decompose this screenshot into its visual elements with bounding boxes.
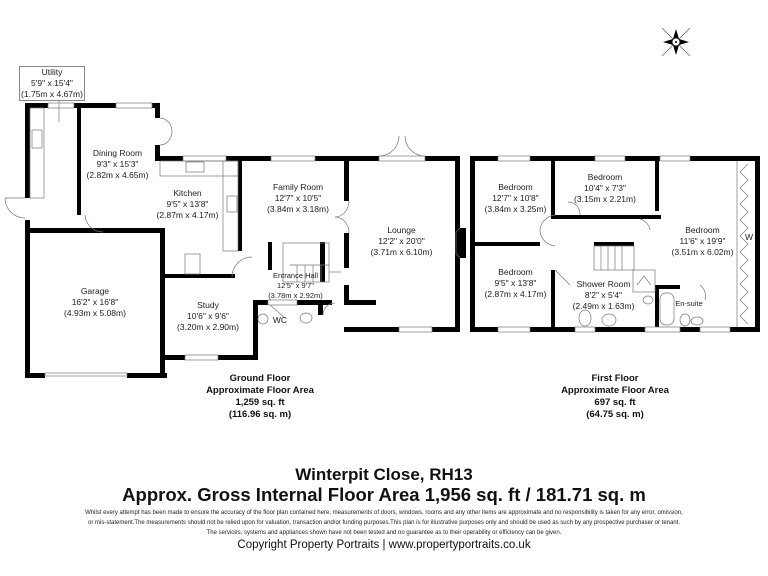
room-label-en-suite: En-suite xyxy=(674,299,704,309)
room-size-imperial: 12'7" x 10'5" xyxy=(274,193,322,203)
room-size-metric: (1.75m x 4.67m) xyxy=(21,89,83,99)
room-label-wc: WC xyxy=(268,315,292,326)
wardrobe-label: W xyxy=(744,232,754,242)
room-size-metric: (3.71m x 6.10m) xyxy=(370,247,433,257)
room-name: Bedroom xyxy=(587,172,623,182)
room-label-utility: Utility 5'9" x 15'4" (1.75m x 4.67m) xyxy=(19,67,85,100)
room-name: WC xyxy=(272,315,288,325)
room-size-imperial: 9'5" x 13'8" xyxy=(494,278,537,288)
gross-floor-area: Approx. Gross Internal Floor Area 1,956 … xyxy=(122,484,646,505)
room-name: Utility xyxy=(41,67,63,77)
room-size-imperial: 10'6" x 9'6" xyxy=(187,311,229,321)
floor-area-sqft: 1,259 sq. ft xyxy=(235,397,285,408)
room-size-imperial: 12'2" x 20'0" xyxy=(378,236,425,246)
disclaimer-line: or mis-statement.The measurements should… xyxy=(88,520,680,526)
room-size-metric: (2.82m x 4.65m) xyxy=(86,170,149,180)
first-floor-area: First Floor Approximate Floor Area 697 s… xyxy=(555,373,675,421)
floor-area-sqm: (116.96 sq. m) xyxy=(228,409,292,420)
room-size-imperial: 8'2" x 5'4" xyxy=(584,290,623,300)
floor-area-sqft: 697 sq. ft xyxy=(594,397,636,408)
room-label-bedroom-2: Bedroom 10'4" x 7'3" (3.15m x 2.21m) xyxy=(565,172,645,205)
utility-label-box xyxy=(19,66,85,101)
room-name: En-suite xyxy=(675,299,703,308)
floor-area-label: Approximate Floor Area xyxy=(561,385,669,396)
floor-name: Ground Floor xyxy=(229,373,291,384)
room-name: Garage xyxy=(80,286,110,296)
room-size-metric: (3.51m x 6.02m) xyxy=(671,247,734,257)
room-name: Dining Room xyxy=(92,148,143,158)
room-size-metric: (3.84m x 3.18m) xyxy=(267,204,329,214)
disclaimer-line: Whilst every attempt has been made to en… xyxy=(85,510,683,516)
floor-area-label: Approximate Floor Area xyxy=(206,385,314,396)
compass-rose-icon xyxy=(661,27,691,57)
room-label-study: Study 10'6" x 9'6" (3.20m x 2.90m) xyxy=(168,300,248,333)
room-size-imperial: 10'4" x 7'3" xyxy=(584,183,626,193)
room-label-dining-room: Dining Room 9'3" x 15'3" (2.82m x 4.65m) xyxy=(80,148,155,181)
room-name: Bedroom xyxy=(498,267,533,277)
floor-name: First Floor xyxy=(591,373,639,384)
ground-floor-details xyxy=(4,99,461,377)
disclaimer-line: The services, systems and appliances sho… xyxy=(206,530,562,536)
room-size-metric: (2.87m x 4.17m) xyxy=(156,210,219,220)
room-size-imperial: 9'5" x 13'8" xyxy=(166,199,209,209)
room-size-metric: (4.93m x 5.08m) xyxy=(64,308,126,318)
room-size-metric: (2.49m x 1.63m) xyxy=(572,301,635,311)
room-label-entrance-hall: Entrance Hall 12'5" x 9'7" (3.78m x 2.92… xyxy=(258,271,333,301)
room-label-bedroom-4: Bedroom 9'5" x 13'8" (2.87m x 4.17m) xyxy=(478,267,553,300)
room-size-metric: (3.15m x 2.21m) xyxy=(574,194,636,204)
room-label-bedroom-1: Bedroom 12'7" x 10'8" (3.84m x 3.25m) xyxy=(478,182,553,215)
room-label-shower-room: Shower Room 8'2" x 5'4" (2.49m x 1.63m) xyxy=(566,279,641,312)
floor-area-sqm: (64.75 sq. m) xyxy=(586,409,644,420)
room-label-bedroom-3: Bedroom 11'6" x 19'9" (3.51m x 6.02m) xyxy=(665,225,740,258)
room-size-imperial: 12'5" x 9'7" xyxy=(277,281,314,290)
copyright-notice: Copyright Property Portraits | www.prope… xyxy=(237,539,531,551)
room-label-lounge: Lounge 12'2" x 20'0" (3.71m x 6.10m) xyxy=(364,225,439,258)
room-name: Study xyxy=(197,300,219,310)
room-name: Bedroom xyxy=(498,182,533,192)
ground-floor-area: Ground Floor Approximate Floor Area 1,25… xyxy=(200,373,320,421)
property-address: Winterpit Close, RH13 xyxy=(295,465,473,484)
room-size-imperial: 12'7" x 10'8" xyxy=(492,193,539,203)
first-floor-walls xyxy=(470,156,760,332)
room-name: Kitchen xyxy=(173,188,202,198)
room-size-imperial: 11'6" x 19'9" xyxy=(679,236,726,246)
room-name: Entrance Hall xyxy=(272,271,319,280)
room-name: Lounge xyxy=(387,225,416,235)
disclaimer: Whilst every attempt has been made to en… xyxy=(0,508,768,538)
room-name: Shower Room xyxy=(576,279,631,289)
room-label-kitchen: Kitchen 9'5" x 13'8" (2.87m x 4.17m) xyxy=(150,188,225,221)
room-size-metric: (3.78m x 2.92m) xyxy=(268,291,323,300)
room-size-imperial: 9'3" x 15'3" xyxy=(96,159,139,169)
room-name: Family Room xyxy=(272,182,324,192)
room-size-imperial: 5'9" x 15'4" xyxy=(31,78,73,88)
room-name: Bedroom xyxy=(685,225,720,235)
room-size-imperial: 16'2" x 16'8" xyxy=(71,297,119,307)
room-size-metric: (3.84m x 3.25m) xyxy=(484,204,547,214)
first-floor-details xyxy=(497,155,749,333)
room-label-garage: Garage 16'2" x 16'8" (4.93m x 5.08m) xyxy=(55,286,135,319)
room-size-metric: (3.20m x 2.90m) xyxy=(177,322,239,332)
room-label-family-room: Family Room 12'7" x 10'5" (3.84m x 3.18m… xyxy=(258,182,338,215)
room-size-metric: (2.87m x 4.17m) xyxy=(484,289,547,299)
